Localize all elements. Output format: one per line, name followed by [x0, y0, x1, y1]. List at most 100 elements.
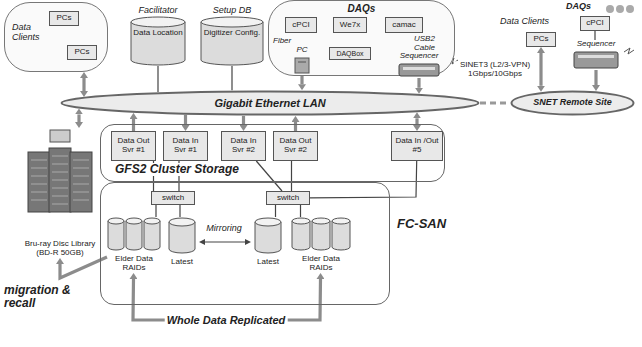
connector [205, 241, 245, 242]
client-cloud: Data ClientsPCsPCs [4, 2, 108, 72]
more-dot [616, 5, 624, 13]
shape-outline [22, 128, 98, 258]
cabinet-slot [52, 156, 68, 157]
signal-symbol [624, 48, 634, 54]
node-text: Latest [257, 258, 279, 267]
pc-tower: PC [288, 46, 316, 74]
cylinder-top [144, 218, 160, 224]
raid-latest: Latest [165, 217, 199, 267]
device-panel [578, 55, 614, 58]
daq-box: camac [385, 17, 423, 33]
node-text: DAQs [348, 3, 376, 14]
cabinet-slot [52, 180, 68, 181]
cylinder-body [108, 221, 124, 250]
node-text: switch [162, 194, 184, 203]
cylinder-body [126, 221, 142, 250]
cabinet-slot [73, 200, 89, 201]
connector [179, 205, 180, 217]
sequencer-device: Sequencer [570, 40, 622, 70]
cabinet-slot [31, 192, 47, 193]
node-text: Facilitator [138, 4, 177, 17]
node-text: Bru-ray Disc Library (BD-R 50GB) [22, 240, 98, 258]
annotation-label: Data Clients [500, 17, 549, 27]
edge-label: Whole Data Replicated [165, 314, 288, 326]
daq-box: DAQBox [329, 47, 371, 60]
cylinder-body [292, 221, 310, 250]
connector [594, 70, 597, 85]
node-text: Data In /Out #5 [394, 137, 440, 155]
connector [539, 53, 542, 86]
node-text: Latest [171, 258, 193, 267]
node-text: Digitizer Config. [204, 29, 260, 38]
node-text: Elder Data RAIDs [291, 255, 351, 273]
node-text: PCs [74, 48, 89, 57]
raid-latest: Latest [251, 217, 285, 267]
cabinet-slot [31, 168, 47, 169]
connector [256, 161, 282, 191]
server-box: Data In /Out #5 [391, 131, 443, 161]
node-text: Data Location [133, 29, 182, 38]
node-text: Gigabit Ethernet LAN [214, 97, 325, 109]
ellipse-outline [512, 92, 634, 115]
connector [77, 114, 80, 122]
pc-tower-body [295, 58, 309, 73]
switch-box: switch [266, 191, 310, 205]
connector [417, 78, 420, 88]
node-text: Setup DB [213, 4, 252, 17]
cylinder-body [312, 221, 330, 250]
cabinet-slot [73, 192, 89, 193]
connector [155, 205, 156, 217]
database-cylinder: Setup DB Digitizer Config. [200, 4, 264, 66]
connector [82, 78, 85, 91]
cylinder-top [332, 218, 350, 224]
cabinet-slot [52, 172, 68, 173]
connector [480, 101, 510, 104]
node-text: SNET Remote Site [533, 98, 612, 108]
daq-box: cPCI [580, 16, 610, 31]
node-text: FC-SAN [397, 217, 446, 231]
node-text: Sequencer [577, 40, 616, 49]
library-monitor [50, 130, 70, 142]
lan-ellipse: Gigabit Ethernet LAN [60, 90, 480, 116]
cabinet-slot [31, 184, 47, 185]
cylinder-top [126, 218, 142, 224]
cylinder-body [169, 222, 195, 253]
pc-box: PCs [67, 45, 97, 60]
cylinder-body [144, 221, 160, 250]
annotation-label: migration & recall [4, 284, 84, 310]
pc-tower-slot [298, 62, 306, 63]
node-text: Sequencer [400, 52, 439, 61]
cabinet-slot [31, 160, 47, 161]
node-text: We7x [340, 21, 360, 30]
server-box: Data In Svr #1 [163, 131, 208, 161]
connector [231, 66, 232, 90]
node-text: Data Clients [12, 23, 46, 43]
library-cabinet [70, 152, 92, 212]
node-text: PC [296, 46, 307, 55]
san-region: FC-SANswitchswitchElder Data RAIDsLatest… [100, 182, 390, 305]
library-cabinet [28, 152, 50, 212]
connector [291, 161, 292, 191]
connector [310, 161, 417, 198]
database-cylinder: FacilitatorData Location [130, 4, 186, 66]
node-text: Data In Svr #1 [166, 137, 205, 155]
node-text: Data In Svr #2 [224, 137, 263, 155]
cabinet-slot [73, 176, 89, 177]
connector [300, 205, 301, 217]
node-text: Data Out Svr #2 [276, 137, 315, 155]
annotation-label: Fiber [273, 37, 291, 46]
device-panel [403, 67, 435, 70]
remote-site-ellipse: SNET Remote Site [510, 90, 635, 116]
cylinder-body [201, 22, 263, 65]
node-text: DAQBox [336, 50, 363, 58]
cylinder-top [255, 218, 281, 226]
node-text: switch [277, 194, 299, 203]
cabinet-slot [73, 160, 89, 161]
cylinder-top [312, 218, 330, 224]
annotation-label: DAQs [566, 2, 591, 12]
edge-label: Mirroring [204, 224, 244, 234]
cabinet-slot [52, 204, 68, 205]
raid-group: Elder Data RAIDs [291, 217, 351, 273]
node-text: Elder Data RAIDs [107, 255, 161, 273]
server-box: Data Out Svr #2 [273, 131, 318, 161]
